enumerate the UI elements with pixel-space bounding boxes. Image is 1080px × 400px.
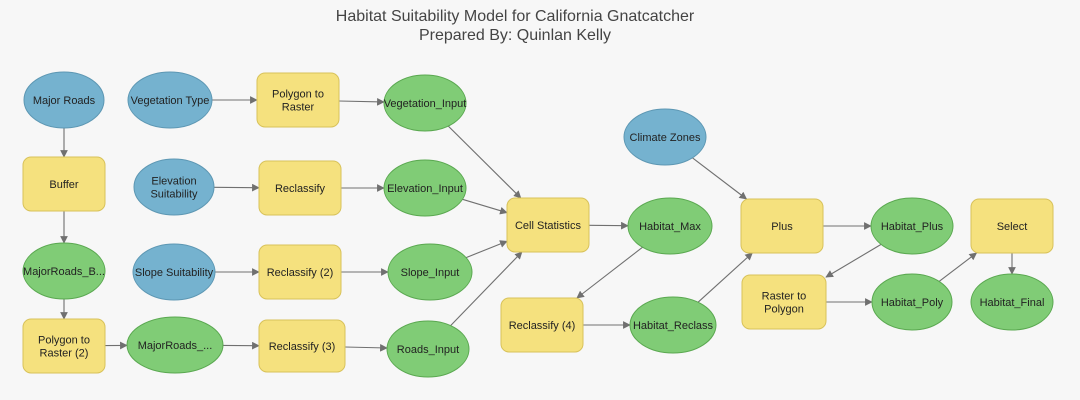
node-label: Plus xyxy=(771,221,793,233)
node-label: Reclassify (2) xyxy=(267,267,334,279)
node-slope-suitability[interactable]: Slope Suitability xyxy=(132,243,216,301)
derived-data-oval[interactable] xyxy=(383,74,467,132)
derived-data-oval[interactable] xyxy=(387,243,473,301)
connector-habitat_reclass-to-plus xyxy=(697,252,753,303)
node-roads-input[interactable]: Roads_Input xyxy=(386,320,470,378)
node-climate-zones[interactable]: Climate Zones xyxy=(623,108,707,166)
node-label: Select xyxy=(997,221,1028,233)
node-label: Reclassify xyxy=(275,183,326,195)
node-habitat-reclass[interactable]: Habitat_Reclass xyxy=(629,296,717,354)
derived-data-oval[interactable] xyxy=(386,320,470,378)
node-label: Habitat_Max xyxy=(639,221,701,233)
derived-data-oval[interactable] xyxy=(629,296,717,354)
diagram-title: Habitat Suitability Model for California… xyxy=(0,7,1030,45)
tool-box[interactable] xyxy=(741,274,827,330)
input-data-oval[interactable] xyxy=(127,71,213,129)
node-label: Habitat_Final xyxy=(980,297,1045,309)
node-label: Cell Statistics xyxy=(515,220,582,232)
node-buffer[interactable]: Buffer xyxy=(22,156,106,212)
tool-box[interactable] xyxy=(500,297,584,353)
connector-reclassify_3-to-roads_input xyxy=(344,343,388,352)
node-select[interactable]: Select xyxy=(970,198,1054,254)
derived-data-oval[interactable] xyxy=(383,159,467,217)
node-label: Elevation_Input xyxy=(387,183,463,195)
node-label: Vegetation_Input xyxy=(384,98,467,110)
tool-box[interactable] xyxy=(258,160,342,216)
node-label: Buffer xyxy=(49,179,78,191)
connector-vegetation_input-to-cell_statistics xyxy=(447,125,522,199)
tool-box[interactable] xyxy=(258,319,346,373)
node-major-roads[interactable]: Major Roads xyxy=(23,71,105,129)
derived-data-oval[interactable] xyxy=(870,197,954,255)
input-data-oval[interactable] xyxy=(623,108,707,166)
node-vegetation-input[interactable]: Vegetation_Input xyxy=(383,74,467,132)
tool-box[interactable] xyxy=(740,198,824,254)
diagram-title-line2: Prepared By: Quinlan Kelly xyxy=(418,27,612,44)
diagram-title-line1: Habitat Suitability Model for California… xyxy=(335,8,695,25)
derived-data-oval[interactable] xyxy=(22,242,106,300)
node-habitat-poly[interactable]: Habitat_Poly xyxy=(871,273,953,331)
derived-data-oval[interactable] xyxy=(627,197,713,255)
node-reclassify[interactable]: Reclassify xyxy=(258,160,342,216)
input-data-oval[interactable] xyxy=(23,71,105,129)
node-label: Climate Zones xyxy=(630,132,701,144)
node-label: Major Roads xyxy=(33,95,96,107)
connector-elevation_input-to-cell_statistics xyxy=(462,198,508,215)
tool-box[interactable] xyxy=(22,156,106,212)
tool-box[interactable] xyxy=(22,318,106,374)
node-majorroads-b[interactable]: MajorRoads_B... xyxy=(22,242,106,300)
input-data-oval[interactable] xyxy=(133,158,215,216)
connector-climate_zones-to-plus xyxy=(692,157,748,200)
tool-box[interactable] xyxy=(258,244,342,300)
node-label: Reclassify (3) xyxy=(269,341,336,353)
node-majorroads-dots[interactable]: MajorRoads_... xyxy=(126,316,224,374)
derived-data-oval[interactable] xyxy=(871,273,953,331)
node-label: Slope Suitability xyxy=(135,267,214,279)
connector-slope_input-to-cell_statistics xyxy=(465,240,508,259)
node-elevation-input[interactable]: Elevation_Input xyxy=(383,159,467,217)
node-label: Vegetation Type xyxy=(131,95,210,107)
connector-habitat_poly-to-select xyxy=(938,252,978,282)
input-data-oval[interactable] xyxy=(132,243,216,301)
node-reclassify-4[interactable]: Reclassify (4) xyxy=(500,297,584,353)
node-label: MajorRoads_B... xyxy=(23,266,105,278)
node-label: MajorRoads_... xyxy=(138,340,213,352)
node-habitat-final[interactable]: Habitat_Final xyxy=(970,273,1054,331)
tool-box[interactable] xyxy=(506,197,590,253)
node-label: Habitat_Poly xyxy=(881,297,944,309)
node-label: Reclassify (4) xyxy=(509,320,576,332)
derived-data-oval[interactable] xyxy=(126,316,224,374)
node-reclassify-2[interactable]: Reclassify (2) xyxy=(258,244,342,300)
node-label: Habitat_Reclass xyxy=(633,320,714,332)
connector-habitat_plus-to-raster_to_polygon xyxy=(825,243,882,278)
node-label: Roads_Input xyxy=(397,344,459,356)
node-plus[interactable]: Plus xyxy=(740,198,824,254)
connector-polygon_to_raster-to-vegetation_input xyxy=(338,97,385,106)
node-label: Habitat_Plus xyxy=(881,221,944,233)
tool-box[interactable] xyxy=(970,198,1054,254)
node-slope-input[interactable]: Slope_Input xyxy=(387,243,473,301)
connector-habitat_max-to-reclassify_4 xyxy=(576,246,643,299)
node-reclassify-3[interactable]: Reclassify (3) xyxy=(258,319,346,373)
node-habitat-plus[interactable]: Habitat_Plus xyxy=(870,197,954,255)
node-cell-statistics[interactable]: Cell Statistics xyxy=(506,197,590,253)
node-vegetation-type[interactable]: Vegetation Type xyxy=(127,71,213,129)
node-habitat-max[interactable]: Habitat_Max xyxy=(627,197,713,255)
connectors xyxy=(60,96,1016,352)
tool-box[interactable] xyxy=(256,72,340,128)
connector-roads_input-to-cell_statistics xyxy=(450,251,523,326)
node-label: Slope_Input xyxy=(401,267,460,279)
derived-data-oval[interactable] xyxy=(970,273,1054,331)
